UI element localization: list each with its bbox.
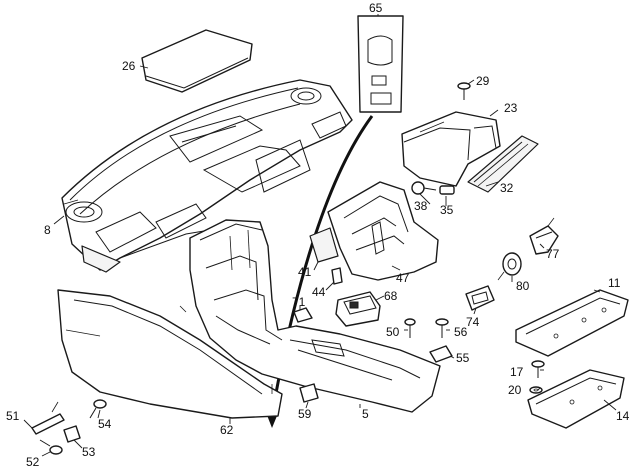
callout-26: 26 [122, 59, 136, 73]
callout-50: 50 [386, 325, 400, 339]
callout-68: 68 [384, 289, 398, 303]
callout-74: 74 [466, 315, 480, 329]
part-26-dash-top-pad [141, 29, 253, 93]
part-71-bracket [293, 307, 313, 323]
part-55-clip [429, 345, 453, 363]
part-74-bezel [465, 285, 495, 311]
part-68-switch-block [335, 291, 381, 327]
part-11-plate [515, 289, 629, 357]
callout-56: 56 [454, 325, 468, 339]
part-38-bolt [411, 181, 437, 195]
part-50-screw [404, 318, 416, 338]
part-41-panel [309, 227, 339, 263]
part-77-sensor [529, 217, 559, 255]
callout-35: 35 [440, 203, 454, 217]
callout-labels: 65 26 29 23 8 38 35 32 77 41 47 44 80 68… [6, 1, 630, 469]
part-47-console-frame [327, 181, 439, 281]
callout-53: 53 [82, 445, 96, 459]
part-5-center-console [189, 219, 441, 413]
part-59-clip [299, 383, 319, 403]
part-62-side-panel [57, 289, 283, 419]
callout-38: 38 [414, 199, 428, 213]
callout-65: 65 [369, 1, 383, 15]
callout-41: 41 [298, 265, 312, 279]
callout-54: 54 [98, 417, 112, 431]
callout-47: 47 [396, 271, 410, 285]
callout-59: 59 [298, 407, 312, 421]
callout-55: 55 [456, 351, 470, 365]
part-65-console-trim-plate [357, 15, 404, 113]
callout-80: 80 [516, 279, 530, 293]
callout-77: 77 [546, 247, 560, 261]
part-29-screw [457, 82, 471, 100]
part-20-washer [529, 386, 543, 394]
callout-14: 14 [616, 409, 630, 423]
part-56-screw [435, 318, 449, 338]
callout-20: 20 [508, 383, 522, 397]
callout-11: 11 [608, 276, 621, 290]
part-17-bolt [531, 360, 545, 378]
part-14-plate [527, 369, 625, 429]
part-51-bracket [31, 401, 65, 435]
part-54-screw [89, 399, 107, 419]
part-35-bushing [439, 185, 455, 195]
callout-52: 52 [26, 455, 40, 469]
callout-32: 32 [500, 181, 514, 195]
callout-44: 44 [312, 285, 326, 299]
callout-29: 29 [476, 74, 490, 88]
part-52-screw [39, 439, 63, 455]
callout-71: 71 [292, 295, 306, 309]
part-53-clip [63, 425, 81, 443]
callout-62: 62 [220, 423, 234, 437]
part-8-dashboard [61, 79, 353, 273]
callout-5: 5 [362, 407, 369, 421]
part-44-clip [331, 267, 343, 285]
callout-17: 17 [510, 365, 524, 379]
part-80-switch [497, 252, 522, 281]
callout-23: 23 [504, 101, 518, 115]
callout-8: 8 [44, 223, 51, 237]
part-32-glovebox-lid [467, 135, 539, 193]
callout-51: 51 [6, 409, 20, 423]
leader-lines [23, 14, 617, 457]
part-23-glovebox-housing [401, 111, 501, 187]
